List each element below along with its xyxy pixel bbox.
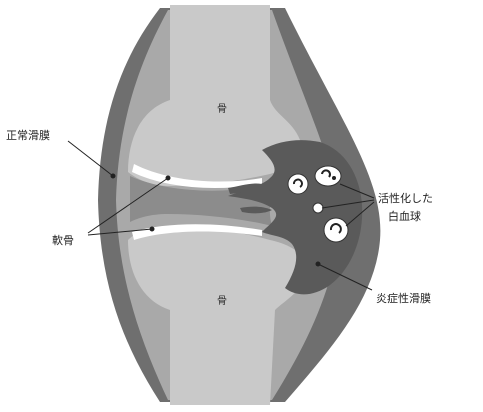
- white-blood-cell-4: [324, 218, 348, 242]
- label-activated-wbc-line2: 白血球: [388, 209, 421, 223]
- label-activated-wbc-line1: 活性化した: [378, 191, 433, 205]
- label-cartilage: 軟骨: [52, 233, 74, 247]
- label-bone-lower: 骨: [217, 295, 227, 307]
- label-inflamed-synovium: 炎症性滑膜: [376, 291, 431, 305]
- white-blood-cell-3: [313, 203, 323, 213]
- white-blood-cell-1: [288, 174, 308, 194]
- label-normal-synovium: 正常滑膜: [6, 129, 50, 142]
- white-blood-cell-2: [315, 166, 341, 186]
- label-bone-upper: 骨: [217, 103, 227, 115]
